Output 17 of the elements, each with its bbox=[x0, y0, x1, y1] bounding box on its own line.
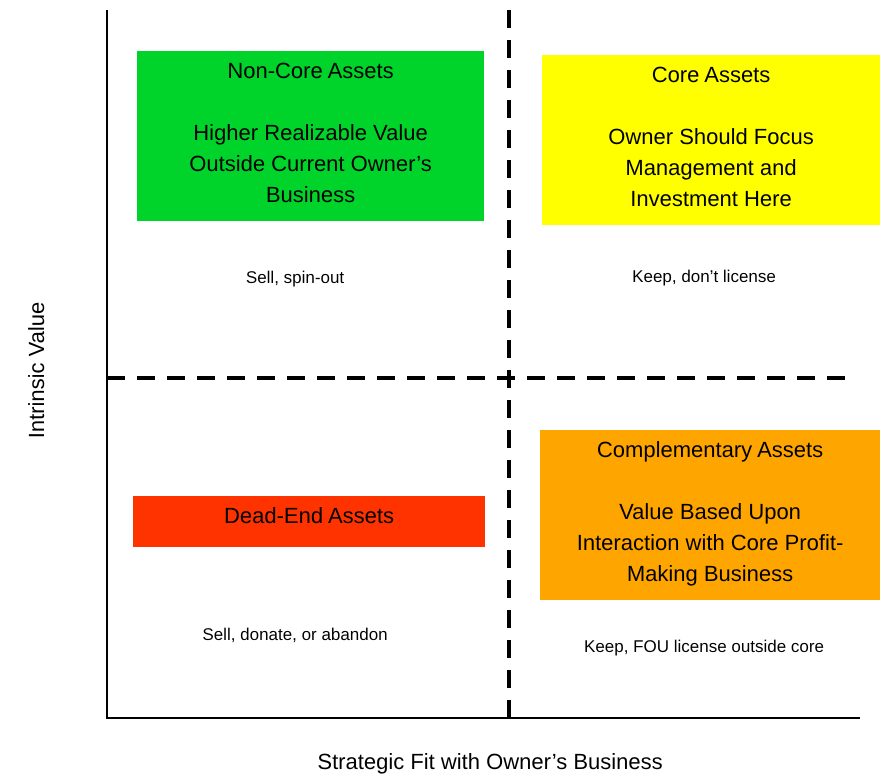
quadrant-box bbox=[542, 55, 880, 225]
quadrant-box bbox=[540, 430, 880, 600]
strategy-note: Keep, don’t license bbox=[632, 267, 776, 287]
quadrant-title: Dead-End Assets bbox=[223, 502, 395, 530]
axis-title: Strategic Fit with Owner’s Business bbox=[317, 749, 663, 775]
quadrant-title: Core Assets bbox=[650, 61, 772, 89]
quadrant-description: Value Based Upon Interaction with Core Profit-Making Business bbox=[576, 498, 844, 588]
quadrant-description: Owner Should Focus Management and Investment Here bbox=[607, 123, 815, 213]
strategy-note: Sell, donate, or abandon bbox=[202, 625, 388, 645]
strategy-note: Keep, FOU license outside core bbox=[584, 637, 824, 657]
quadrant-box bbox=[133, 496, 485, 547]
axis-title: Intrinsic Value bbox=[24, 302, 50, 438]
quadrant-box bbox=[137, 51, 484, 221]
strategy-note: Sell, spin-out bbox=[246, 268, 344, 288]
quadrant-title: Complementary Assets bbox=[596, 436, 824, 464]
quadrant-description: Higher Realizable Value Outside Current Owner’s Business bbox=[188, 119, 433, 209]
quadrant-title: Non-Core Assets bbox=[226, 57, 395, 85]
